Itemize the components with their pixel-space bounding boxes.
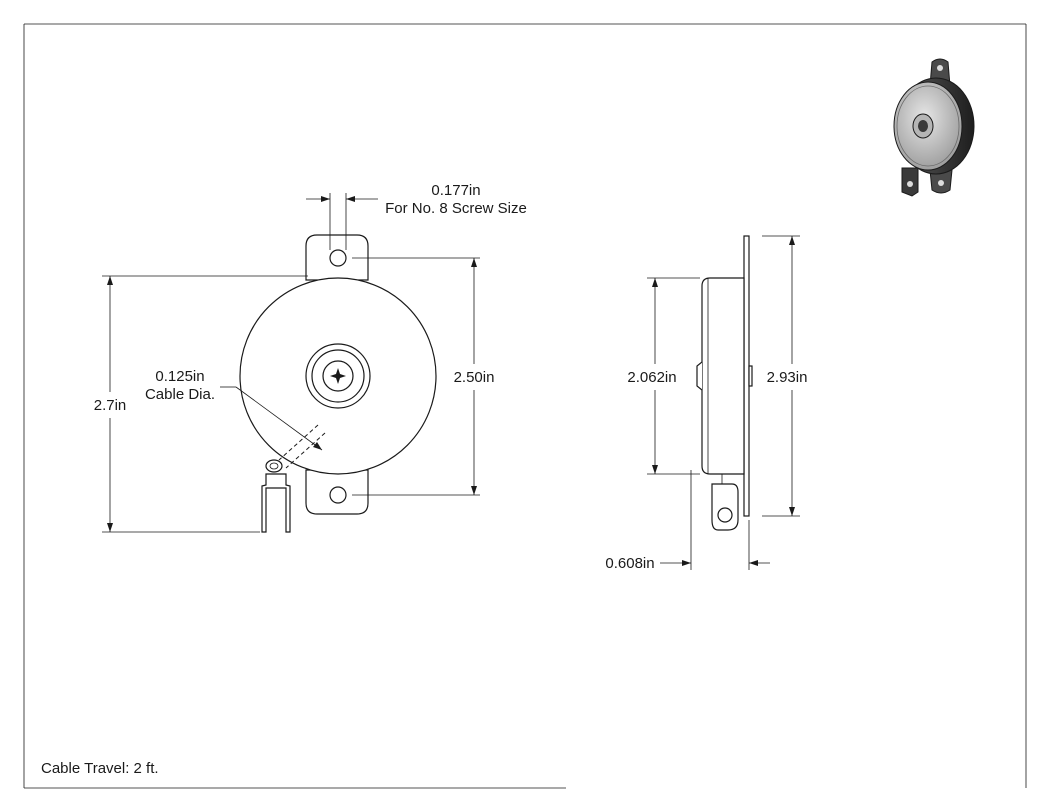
cable-dia-text-label: Cable Dia. [145, 386, 215, 403]
dim-body-height: 2.50in [352, 257, 495, 496]
isometric-view [893, 58, 975, 197]
cable-dia-value-label: 0.125in [155, 368, 204, 385]
back-plate [743, 235, 750, 517]
cable-swivel [265, 459, 283, 473]
screw-size-label: For No. 8 Screw Size [385, 200, 527, 217]
dim-cable-diameter: 0.125in Cable Dia. [145, 368, 323, 451]
key-clip [261, 473, 291, 533]
dim-side-total-height: 2.93in [762, 235, 808, 517]
dim-hole-diameter: 0.177in For No. 8 Screw Size [306, 182, 527, 250]
depth-label: 0.608in [605, 555, 654, 572]
dim-depth: 0.608in [605, 470, 770, 572]
dim-overall-height: 2.7in [94, 275, 308, 533]
body-height-label: 2.50in [454, 369, 495, 386]
side-clip [711, 483, 739, 531]
front-view [239, 234, 437, 533]
side-body-height-label: 2.062in [627, 369, 676, 386]
side-total-height-label: 2.93in [767, 369, 808, 386]
top-screw-hole [329, 249, 347, 267]
overall-height-label: 2.7in [94, 397, 127, 414]
drawing-border [23, 23, 1027, 789]
bottom-screw-hole [329, 486, 347, 504]
cable-path [278, 424, 319, 461]
phillips-screw-icon [330, 368, 346, 384]
hole-diameter-label: 0.177in [431, 182, 480, 199]
side-hub-bump [696, 361, 703, 391]
cable-travel-note: Cable Travel: 2 ft. [41, 760, 159, 777]
dim-side-body-height: 2.062in [627, 277, 700, 475]
side-view [696, 235, 753, 531]
